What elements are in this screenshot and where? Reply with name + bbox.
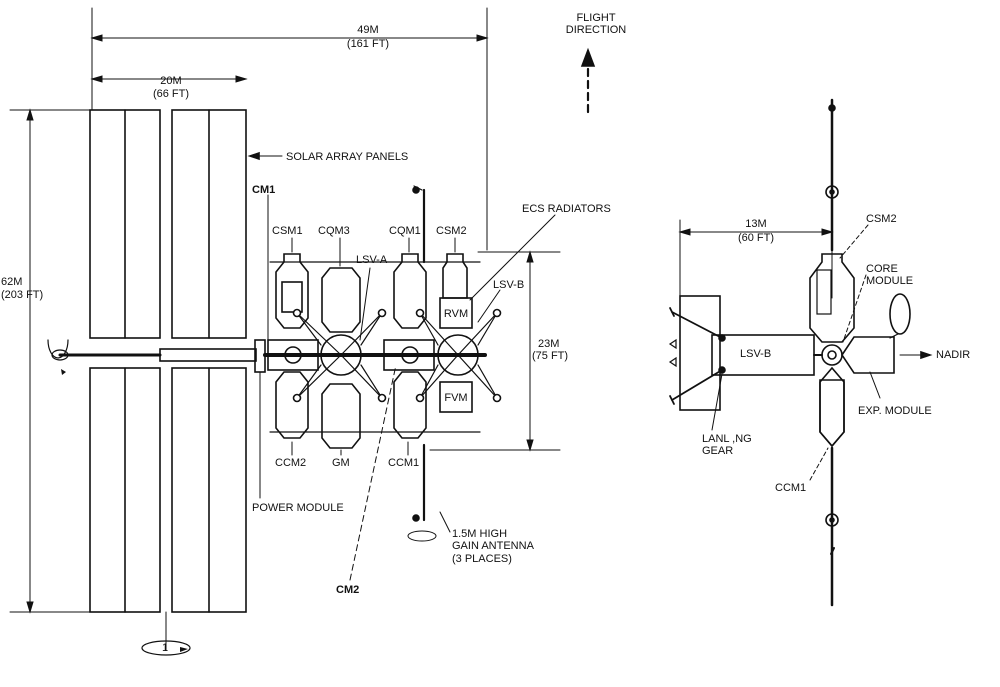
power-module-label: POWER MODULE — [252, 502, 344, 514]
com1-label: CQM1 — [389, 225, 421, 237]
antenna-label-2: GAIN ANTENNA — [452, 540, 534, 552]
module-cluster — [263, 185, 502, 542]
antenna-label: 1.5M HIGH — [452, 528, 508, 540]
ecs-radiators-label: ECS RADIATORS — [522, 203, 611, 215]
csm2-label: CSM2 — [436, 225, 467, 237]
side-csm2-label: CSM2 — [866, 213, 897, 225]
gm-label: GM — [332, 457, 350, 469]
flight-direction-label-2: DIRECTION — [565, 24, 627, 36]
lsv-b-label: LSV-B — [493, 279, 525, 291]
rvm-label: RVM — [443, 308, 469, 320]
array-width-label: 20M — [160, 75, 182, 87]
solar-array-panels-label: SOLAR ARRAY PANELS — [286, 151, 409, 163]
flight-direction-label: FLIGHT — [576, 12, 616, 24]
landing-gear-label-2: GEAR — [702, 445, 734, 457]
overall-length-ft-label: (161 FT) — [346, 38, 390, 50]
core-module-label-2: MODULE — [866, 275, 914, 287]
array-width-ft-label: (66 FT) — [152, 88, 190, 100]
lsv-a-label: LSV-A — [356, 254, 388, 266]
ccm2-label: CCM2 — [275, 457, 307, 469]
nadir-label: NADIR — [936, 349, 971, 361]
solar-array-panels — [89, 109, 283, 613]
span-height-ft-label: (203 FT) — [1, 289, 44, 301]
power-module-boom — [47, 339, 266, 656]
flight-direction-arrow — [580, 47, 596, 114]
csm1-label: CSM1 — [272, 225, 303, 237]
side-ccm1-label: CCM1 — [775, 482, 807, 494]
side-lsv-b-label: LSV-B — [740, 348, 772, 360]
module-height-label: 23M — [538, 338, 560, 350]
roll-mark-label: 1 — [162, 642, 169, 654]
com3-label: CQM3 — [318, 225, 350, 237]
module-height-ft-label: (75 FT) — [532, 350, 569, 362]
landing-gear-label: LANL ,NG — [702, 433, 752, 445]
exp-module-label: EXP. MODULE — [858, 405, 932, 417]
side-width-label: 13M — [745, 218, 767, 230]
side-width-ft-label: (60 FT) — [737, 232, 775, 244]
ccm1-label: CCM1 — [388, 457, 420, 469]
side-view — [668, 98, 933, 607]
core-module-label: CORE — [866, 263, 898, 275]
fvm-label: FVM — [444, 392, 468, 404]
leader-lines — [259, 194, 556, 581]
cm2-label: CM2 — [336, 584, 360, 596]
cm1-label: CM1 — [252, 184, 276, 196]
antenna-label-3: (3 PLACES) — [452, 553, 512, 565]
overall-length-label: 49M — [357, 24, 379, 36]
dimension-lines — [9, 7, 834, 614]
span-height-label: 62M — [1, 276, 23, 288]
